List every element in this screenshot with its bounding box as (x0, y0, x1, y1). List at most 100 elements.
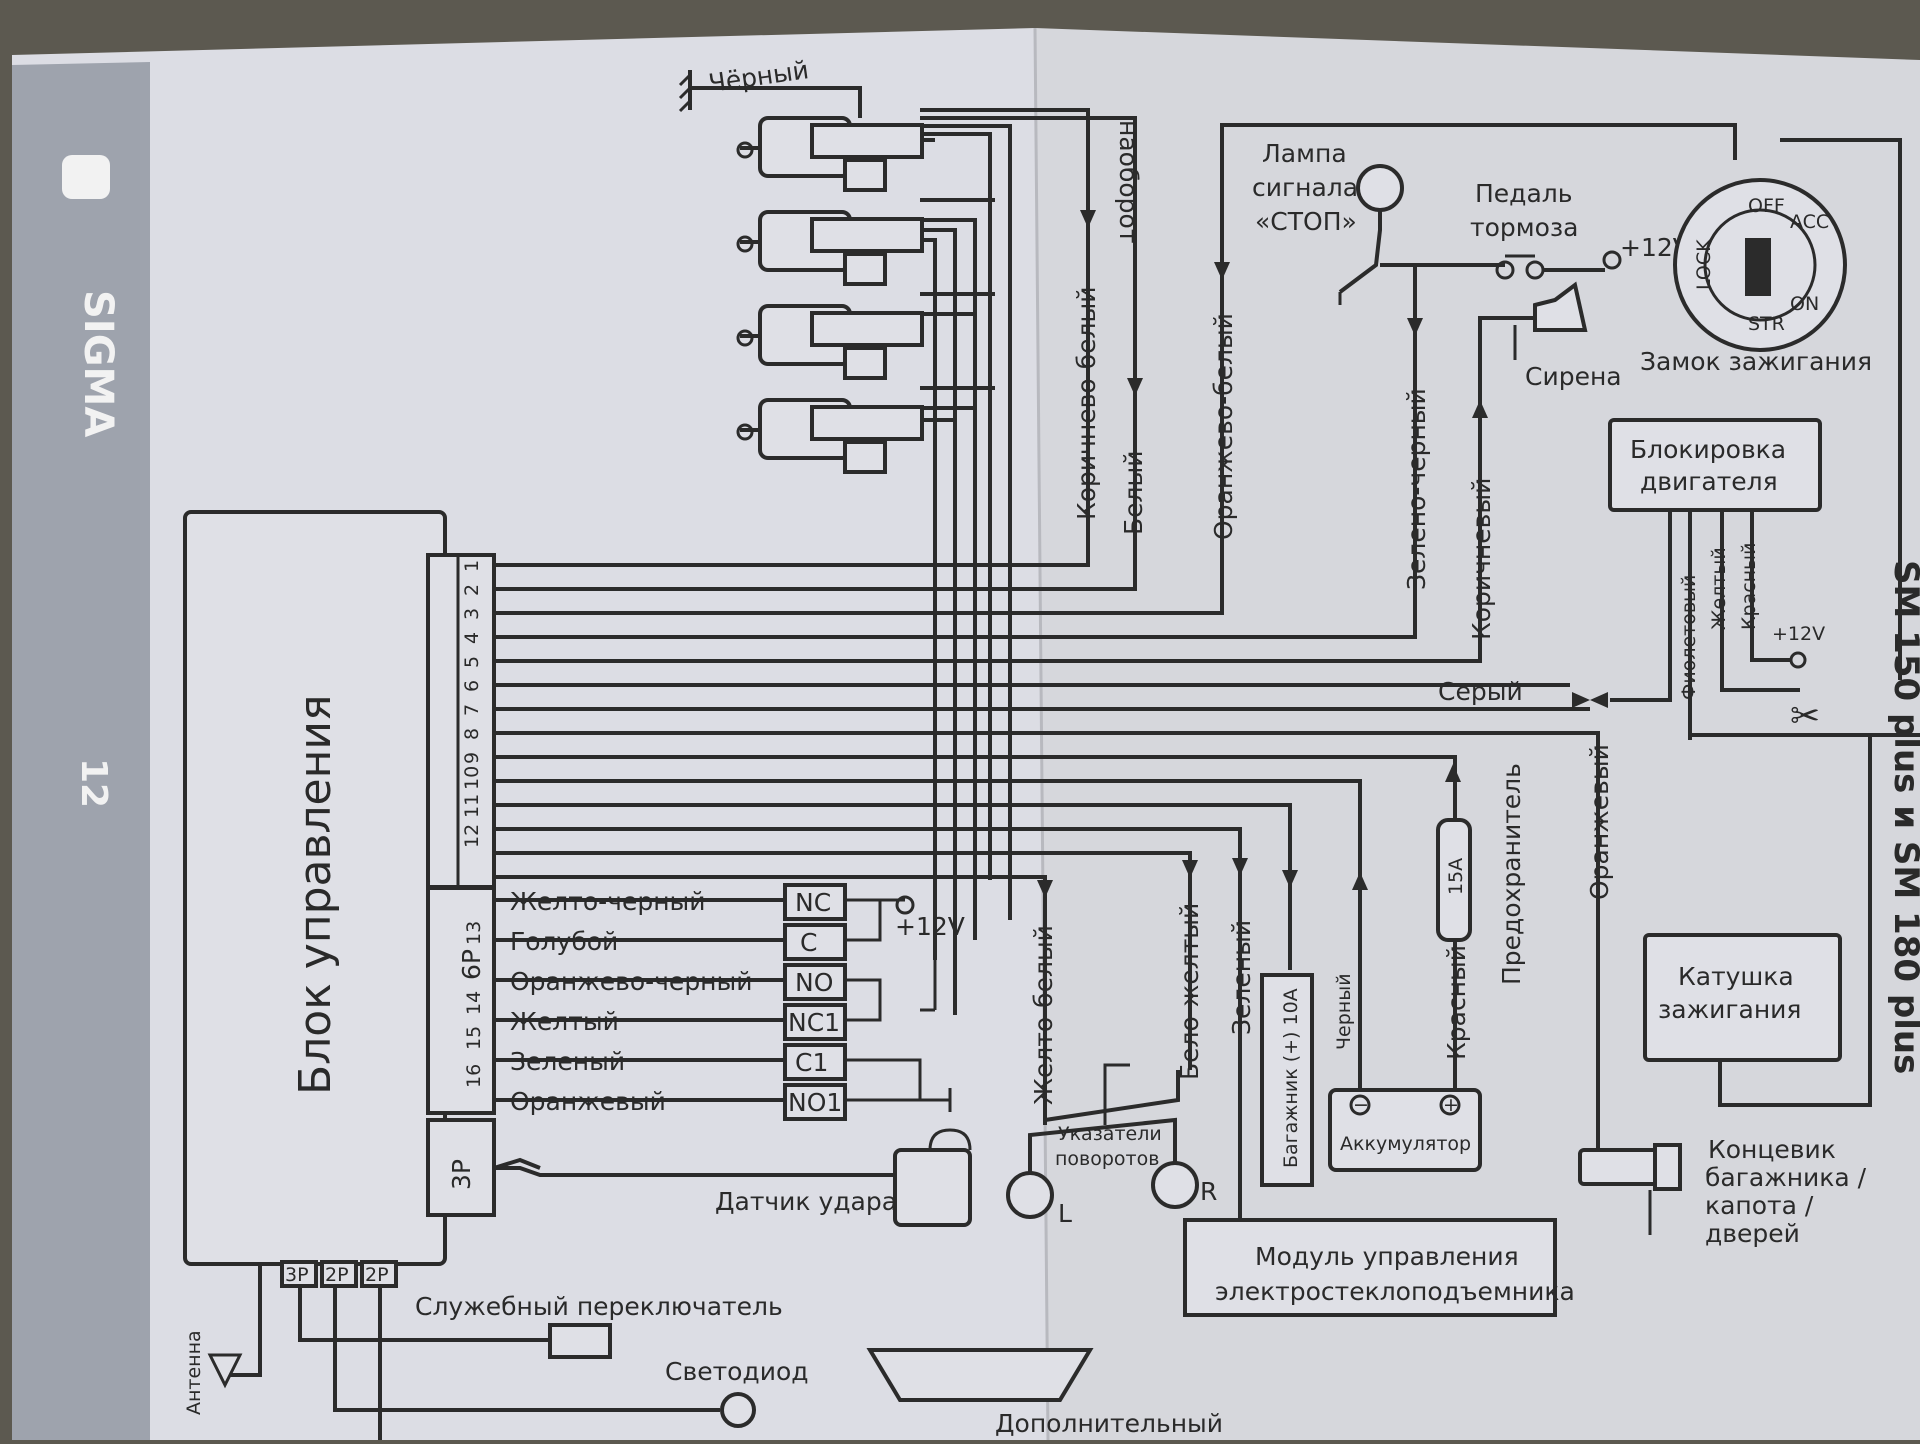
ignition-lock-label: Замок зажигания (1640, 347, 1872, 376)
connector-6p-label: 6P (457, 949, 486, 980)
wire-green-black: Зелено-черный (1402, 388, 1431, 590)
wire-white: Белый (1119, 451, 1148, 536)
ignition-pos-acc: ACC (1790, 211, 1829, 233)
pin-9: 9 (461, 752, 483, 764)
reverse-note: наоборот (1114, 120, 1143, 243)
turn-signal-right-icon (1151, 1161, 1199, 1209)
battery-label: Аккумулятор (1340, 1133, 1471, 1155)
bottom-conn-2p-a: 2P (325, 1264, 349, 1286)
ignition-pos-on: ON (1790, 293, 1819, 315)
fuse-label: Предохранитель (1497, 763, 1526, 985)
pin-4: 4 (461, 632, 483, 644)
wire-brown-white: Коричнево-белый (1072, 287, 1101, 520)
turn-signal-left-icon (1006, 1171, 1054, 1219)
connector-6pin (426, 886, 496, 1115)
trunk-switch-line-3: капота / (1705, 1191, 1814, 1220)
pin-7: 7 (461, 704, 483, 716)
wire-green: Зеленый (1227, 920, 1256, 1035)
pins-top-group: 1 2 3 4 5 6 7 8 9 10 11 12 (461, 560, 483, 848)
window-module-line-2: электростеклоподъемника (1215, 1277, 1575, 1306)
connector-3p (426, 1118, 496, 1217)
engine-block-line-1: Блокировка (1630, 435, 1786, 464)
trunk-switch-line-2: багажника / (1705, 1163, 1867, 1192)
wire-yellow-white: Желто-белый (1029, 925, 1058, 1105)
pin-15: 15 (463, 1026, 485, 1050)
pin-14: 14 (463, 991, 485, 1015)
antenna-label: Антенна (183, 1330, 205, 1415)
pin-2: 2 (461, 584, 483, 596)
service-switch-label: Служебный переключатель (415, 1292, 783, 1321)
turn-side-right: R (1200, 1177, 1217, 1206)
connector-18pin (426, 553, 496, 889)
block-wire-red: Красный (1738, 543, 1760, 630)
trunk-label: Багажник (+) 10A (1280, 988, 1302, 1168)
window-module-box (1183, 1218, 1557, 1317)
trunk-switch-line-1: Концевик (1708, 1135, 1836, 1164)
relay-terminal-nc: NC (795, 888, 831, 917)
pin-6: 6 (461, 680, 483, 692)
relay-terminal-c: C (800, 928, 817, 957)
ignition-pos-lock: LOCK (1693, 239, 1715, 290)
svg-text:+: + (1443, 1094, 1459, 1116)
relay-wire-list: Желто-черный Голубой Оранжево-черный Жел… (494, 887, 785, 1116)
shock-sensor-label: Датчик удара (715, 1187, 897, 1216)
door-lock-actuators (736, 116, 924, 474)
pin-11: 11 (461, 794, 483, 818)
turn-side-left: L (1058, 1199, 1072, 1228)
siren-icon (1533, 281, 1588, 332)
block-wire-yellow: Желтый (1708, 547, 1730, 630)
cut-scissors-icon: ✂ (1790, 696, 1820, 737)
pin-8: 8 (461, 728, 483, 740)
relay-terminal-nc1: NC1 (788, 1008, 840, 1037)
pin-16: 16 (463, 1064, 485, 1088)
wire-orange-white: Оранжево-белый (1209, 313, 1238, 540)
brake-lamp-line-2: сигнала (1252, 173, 1358, 202)
relay-terminal-block: NC C NO NC1 C1 NO1 (783, 883, 847, 1121)
engine-block-line-2: двигателя (1640, 467, 1778, 496)
relay-wire-orange-black: Оранжево-черный (510, 967, 753, 996)
svg-text:−: − (1353, 1094, 1369, 1116)
service-switch-icon (548, 1323, 612, 1359)
relay-wire-blue: Голубой (510, 927, 618, 956)
brake-pedal-line-1: Педаль (1475, 179, 1573, 208)
window-module-line-1: Модуль управления (1255, 1242, 1519, 1271)
relay-supply: +12V (895, 912, 965, 941)
relay-wire-orange: Оранжевый (510, 1087, 666, 1116)
brake-pedal-line-2: тормоза (1470, 213, 1579, 242)
brake-lamp-line-1: Лампа (1262, 139, 1347, 168)
turn-signals-line-1: Указатели (1058, 1123, 1162, 1145)
led-label: Светодиод (665, 1357, 809, 1386)
engine-block-box (1608, 418, 1822, 512)
relay-terminal-c1: C1 (795, 1048, 828, 1077)
side-title: SM 150 plus и SM 180 plus (1886, 560, 1920, 1074)
brand-logo-icon (62, 155, 110, 199)
pin-13: 13 (463, 921, 485, 945)
relay-wire-green: Зеленый (510, 1047, 625, 1076)
led-icon (720, 1392, 756, 1428)
brand-strip (12, 62, 150, 1440)
extra-speaker-icon (866, 1348, 1094, 1402)
brand-name: SIGMA (75, 290, 121, 437)
turn-signals-line-2: поворотов (1055, 1148, 1159, 1170)
pin-5: 5 (461, 656, 483, 668)
pin-12: 12 (461, 824, 483, 848)
wire-orange: Оранжевый (1585, 744, 1614, 900)
wire-black: Черный (1333, 973, 1355, 1050)
page-number: 12 (73, 758, 114, 808)
pin-10: 10 (461, 766, 483, 790)
wire-brown: Коричневый (1467, 478, 1496, 640)
fuse-rating: 15A (1445, 858, 1467, 895)
block-wire-violet: Фиолетовый (1678, 575, 1700, 700)
coil-line-1: Катушка (1678, 962, 1794, 991)
relay-terminal-no: NO (795, 968, 833, 997)
antenna-icon (207, 1353, 243, 1389)
supply-12v-block: +12V (1772, 623, 1825, 645)
trunk-output-box (1260, 973, 1314, 1187)
wire-gray: Серый (1438, 677, 1523, 706)
siren-label: Сирена (1525, 362, 1622, 391)
pin-1: 1 (461, 560, 483, 572)
ignition-coil-box (1643, 933, 1842, 1062)
bottom-conn-3p: 3P (285, 1264, 309, 1286)
